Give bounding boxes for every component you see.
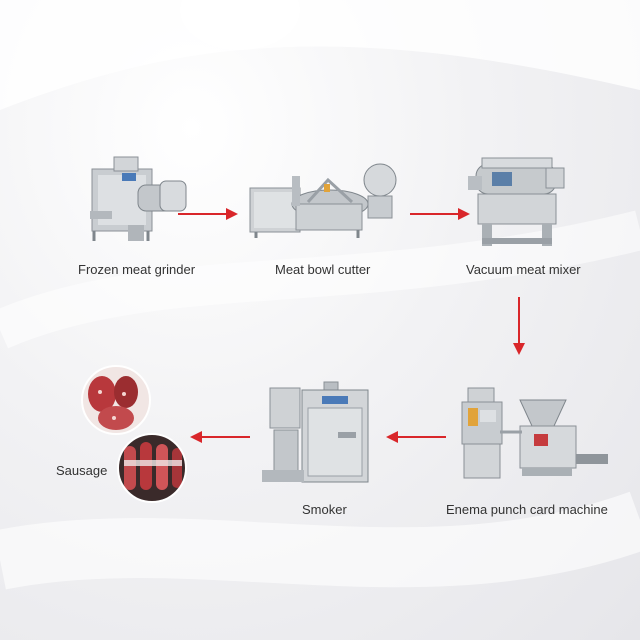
filler-machine-icon: [461, 387, 608, 479]
step-label-vacuum-mixer: Vacuum meat mixer: [466, 262, 581, 277]
vacuum-mixer-icon: [468, 157, 565, 246]
step-label-smoker: Smoker: [302, 502, 347, 517]
flow-arrow-3: [513, 297, 525, 355]
flow-arrow-4: [386, 431, 446, 443]
step-label-filler: Enema punch card machine: [446, 502, 608, 517]
smoker-icon: [262, 381, 369, 483]
step-label-grinder: Frozen meat grinder: [78, 262, 196, 277]
flow-arrow-5: [190, 431, 250, 443]
sausage-icon: [81, 365, 187, 503]
step-label-bowl-cutter: Meat bowl cutter: [275, 262, 371, 277]
flow-arrow-1: [178, 208, 238, 220]
grinder-icon: [90, 156, 187, 241]
step-label-sausage: Sausage: [56, 463, 108, 478]
bowl-cutter-icon: [249, 163, 397, 238]
flow-arrow-2: [410, 208, 470, 220]
